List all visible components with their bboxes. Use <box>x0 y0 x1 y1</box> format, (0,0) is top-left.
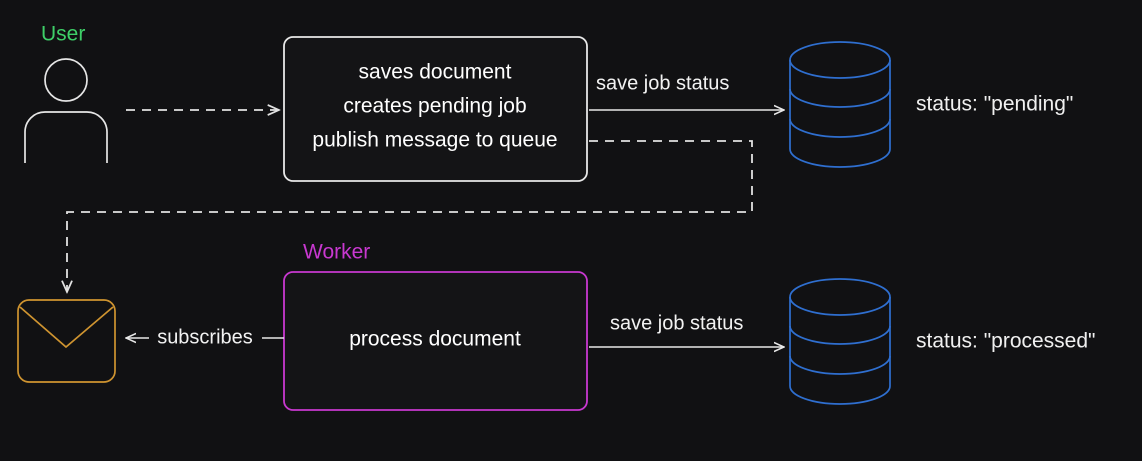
node-database-bottom[interactable] <box>789 278 891 405</box>
api-box-line-2: creates pending job <box>343 95 526 118</box>
group-title-worker: Worker <box>303 241 370 264</box>
worker-box-line-1: process document <box>349 328 521 351</box>
status-badge-processed: status: "processed" <box>916 330 1096 353</box>
node-database-top[interactable] <box>789 41 891 168</box>
edge-api-to-queue <box>67 140 753 292</box>
edge-label-api-to-db-top: save job status <box>596 72 729 94</box>
node-worker-box[interactable]: process document <box>283 271 588 411</box>
node-api-box[interactable]: saves document creates pending job publi… <box>283 36 588 182</box>
queue-envelope-icon[interactable] <box>17 299 116 383</box>
user-actor-icon <box>24 58 108 163</box>
edge-label-subscribes: subscribes <box>157 326 253 348</box>
api-box-line-1: saves document <box>359 61 512 84</box>
status-badge-pending: status: "pending" <box>916 93 1073 116</box>
api-box-line-3: publish message to queue <box>312 129 557 152</box>
edge-label-worker-to-db-bottom: save job status <box>610 312 743 334</box>
group-title-user: User <box>41 23 85 46</box>
